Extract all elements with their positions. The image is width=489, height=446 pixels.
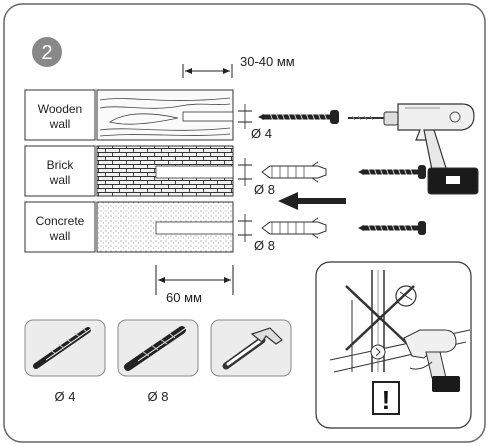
tool-drill-bit-8: Ø 8: [117, 319, 199, 404]
exclamation-icon: !: [382, 385, 391, 415]
insert-arrow-icon: [278, 192, 346, 210]
drill-bit-icon: [124, 326, 187, 371]
drill-bit-icon: [33, 327, 93, 369]
concrete-diameter-label: Ø 8: [254, 238, 275, 253]
screw-icon: [258, 110, 339, 124]
wooden-wall-label-2: wall: [49, 117, 71, 131]
tool-hammer: [210, 319, 292, 377]
concrete-wall-label-2: wall: [49, 229, 71, 243]
spacing-dimension-label: 60 мм: [166, 290, 202, 305]
exclamation-frame: [372, 381, 400, 415]
diameter-markers: Ø 4 Ø 8 Ø 8: [238, 104, 275, 253]
brick-wall-label-2: wall: [49, 173, 71, 187]
tool-drill-bit-4: Ø 4: [24, 319, 106, 404]
concrete-wall-label-1: Concrete: [36, 214, 85, 228]
prohibited-icon: [345, 285, 415, 351]
depth-dimension: 30-40 мм: [182, 54, 295, 78]
wall-plug-icon: [261, 161, 327, 183]
warning-panel: !: [315, 261, 472, 429]
wooden-wall-label-1: Wooden: [38, 102, 82, 116]
concrete-wall-section: [96, 201, 234, 253]
hammer-icon: [222, 327, 283, 370]
step-badge: 2: [32, 37, 62, 67]
tool-label-4: Ø 4: [55, 389, 76, 404]
brick-wall-label-1: Brick: [47, 158, 75, 172]
brick-diameter-label: Ø 8: [254, 182, 275, 197]
wall-labels: Wooden wall Brick wall Concrete wall: [24, 89, 96, 253]
wooden-diameter-label: Ø 4: [251, 126, 272, 141]
tool-label-8: Ø 8: [148, 389, 169, 404]
brick-wall-section: [96, 145, 234, 197]
screw-icon: [358, 165, 426, 179]
step-number: 2: [41, 42, 52, 64]
drill-icon: [348, 103, 479, 195]
screw-icon: [358, 221, 426, 235]
wall-plug-icon: [261, 217, 327, 239]
drill-icon: [403, 329, 460, 392]
spacing-dimension: 60 мм: [155, 265, 234, 305]
depth-dimension-label: 30-40 мм: [240, 54, 295, 69]
wooden-wall-section: [96, 89, 234, 141]
